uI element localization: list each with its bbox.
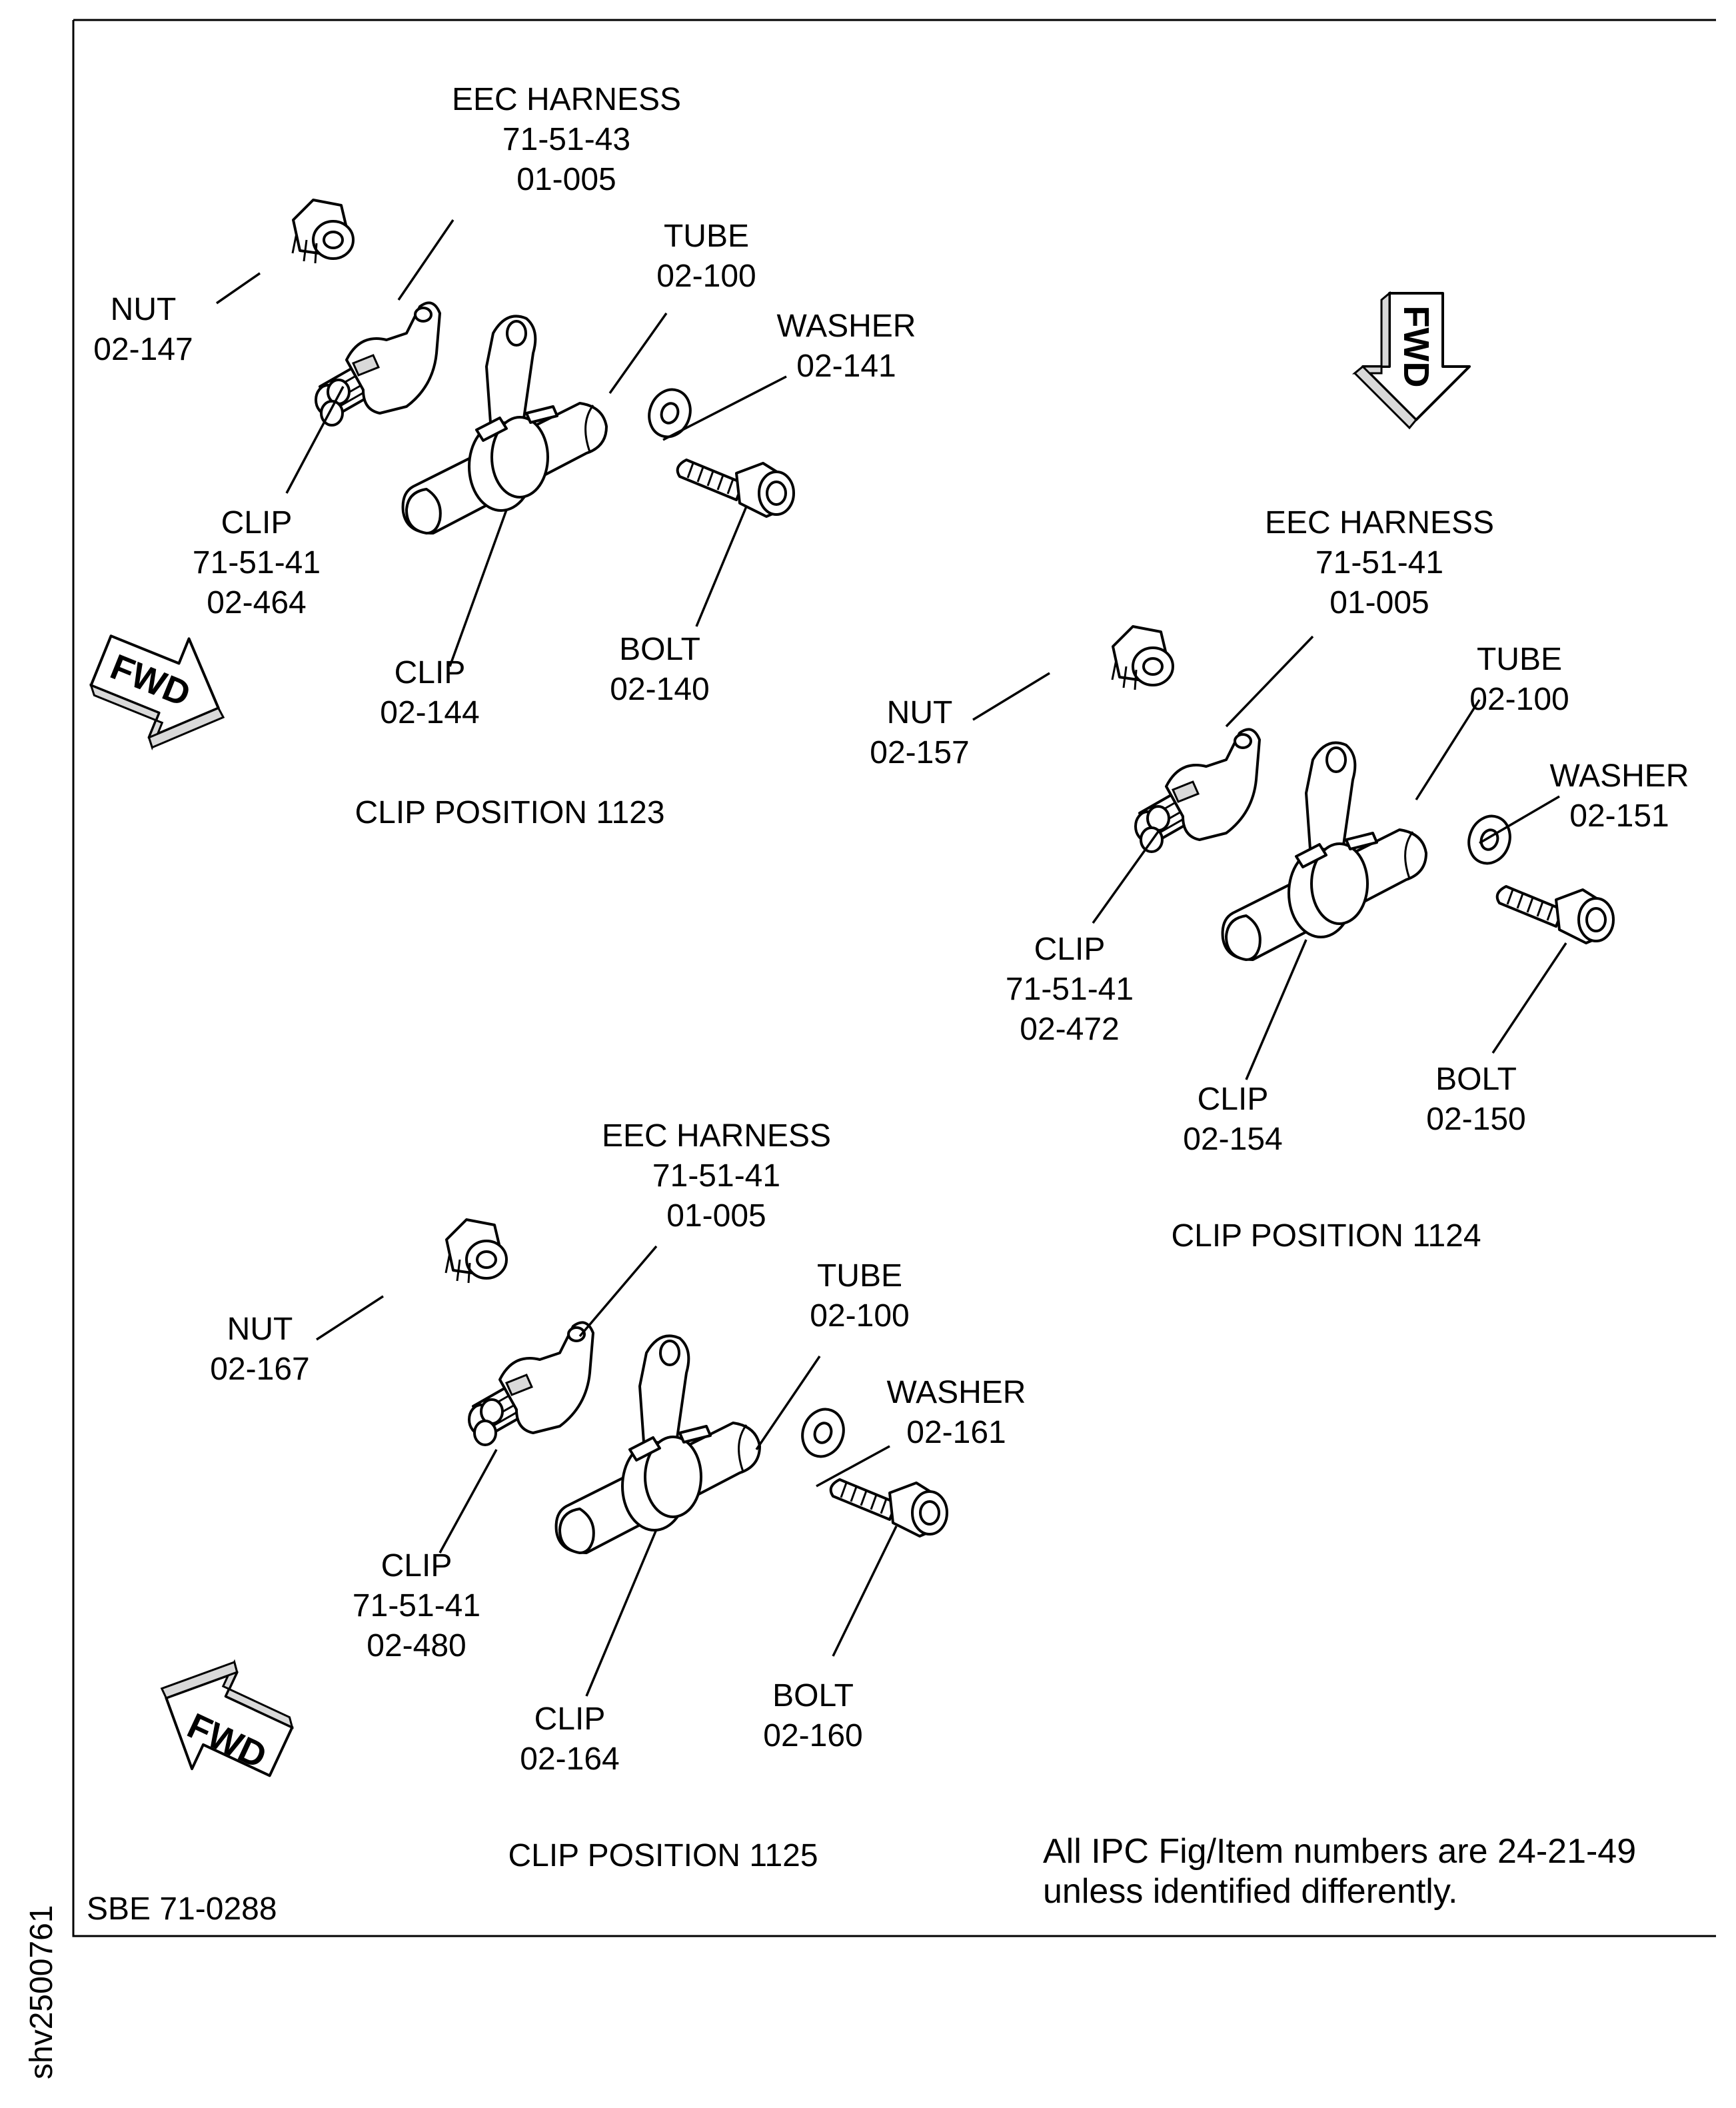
- eec-harness-item: 01-005: [1329, 585, 1429, 620]
- position-title: CLIP POSITION 1124: [1171, 1218, 1481, 1254]
- washer-item: 02-151: [1569, 798, 1669, 834]
- harness-clip-label: CLIP: [1034, 932, 1106, 967]
- tube-label: TUBE: [817, 1258, 902, 1294]
- harness-clip-ref: 71-51-41: [193, 545, 321, 580]
- harness-clip-ref: 71-51-41: [353, 1588, 480, 1623]
- eec-harness-label: EEC HARNESS: [1265, 505, 1494, 540]
- harness-clip-item: 02-480: [367, 1628, 466, 1663]
- tube-item: 02-100: [1469, 682, 1569, 717]
- position-title: CLIP POSITION 1123: [355, 795, 664, 830]
- eec-harness-item: 01-005: [666, 1198, 766, 1234]
- bolt-label: BOLT: [772, 1678, 854, 1713]
- eec-harness-ref: 71-51-41: [652, 1158, 780, 1194]
- eec-harness-item: 01-005: [516, 162, 616, 197]
- harness-clip-item: 02-464: [207, 585, 306, 620]
- nut-item: 02-147: [93, 332, 193, 367]
- harness-clip-label: CLIP: [381, 1548, 452, 1583]
- drawing-frame: [72, 19, 1716, 1937]
- ipc-note-line-2: unless identified differently.: [1043, 1872, 1457, 1911]
- eec-harness-label: EEC HARNESS: [452, 82, 681, 117]
- ipc-note-line-1: All IPC Fig/Item numbers are 24-21-49: [1043, 1832, 1636, 1871]
- bolt-item: 02-150: [1426, 1102, 1525, 1137]
- tube-label: TUBE: [1477, 642, 1562, 677]
- tube-item: 02-100: [656, 259, 756, 294]
- bolt-item: 02-140: [610, 672, 709, 707]
- fwd-arrow-icon: FWD: [1353, 292, 1471, 429]
- eec-harness-label: EEC HARNESS: [602, 1118, 831, 1154]
- fwd-arrow-icon: FWD: [77, 610, 247, 770]
- nut-label: NUT: [227, 1312, 293, 1347]
- eec-harness-ref: 71-51-41: [1315, 545, 1443, 580]
- tube-clip-item: 02-144: [380, 695, 479, 730]
- tube-clip-label: CLIP: [395, 655, 466, 690]
- position-title: CLIP POSITION 1125: [508, 1838, 818, 1873]
- harness-clip-label: CLIP: [221, 505, 293, 540]
- tube-clip-label: CLIP: [534, 1701, 606, 1737]
- sbe-reference: SBE 71-0288: [87, 1891, 277, 1927]
- tube-clip-label: CLIP: [1198, 1082, 1269, 1117]
- fwd-arrow-icon: FWD: [135, 1637, 309, 1801]
- washer-item: 02-161: [906, 1415, 1006, 1450]
- clip-position-1125: EEC HARNESS 71-51-41 01-005 TUBE 02-100 …: [135, 1118, 1026, 1873]
- clip-position-1123: EEC HARNESS 71-51-43 01-005 TUBE 02-100 …: [77, 82, 916, 830]
- washer-label: WASHER: [777, 309, 916, 344]
- bolt-item: 02-160: [763, 1718, 862, 1753]
- tube-clip-item: 02-164: [520, 1741, 619, 1777]
- nut-item: 02-167: [210, 1352, 309, 1387]
- washer-label: WASHER: [887, 1375, 1026, 1410]
- eec-harness-ref: 71-51-43: [502, 122, 630, 157]
- nut-label: NUT: [111, 292, 177, 327]
- harness-clip-ref: 71-51-41: [1006, 972, 1134, 1007]
- bolt-label: BOLT: [1435, 1062, 1517, 1097]
- tube-label: TUBE: [664, 219, 749, 254]
- nut-item: 02-157: [870, 735, 969, 770]
- bolt-label: BOLT: [619, 632, 700, 667]
- harness-clip-item: 02-472: [1020, 1012, 1119, 1047]
- sheet-id: shv2500761: [24, 1905, 59, 2079]
- nut-label: NUT: [887, 695, 953, 730]
- clip-position-1124: EEC HARNESS 71-51-41 01-005 TUBE 02-100 …: [870, 292, 1689, 1254]
- tube-item: 02-100: [810, 1298, 909, 1334]
- washer-item: 02-141: [796, 349, 896, 384]
- tube-clip-item: 02-154: [1183, 1122, 1282, 1157]
- svg-text:FWD: FWD: [1396, 306, 1436, 388]
- washer-label: WASHER: [1550, 758, 1689, 794]
